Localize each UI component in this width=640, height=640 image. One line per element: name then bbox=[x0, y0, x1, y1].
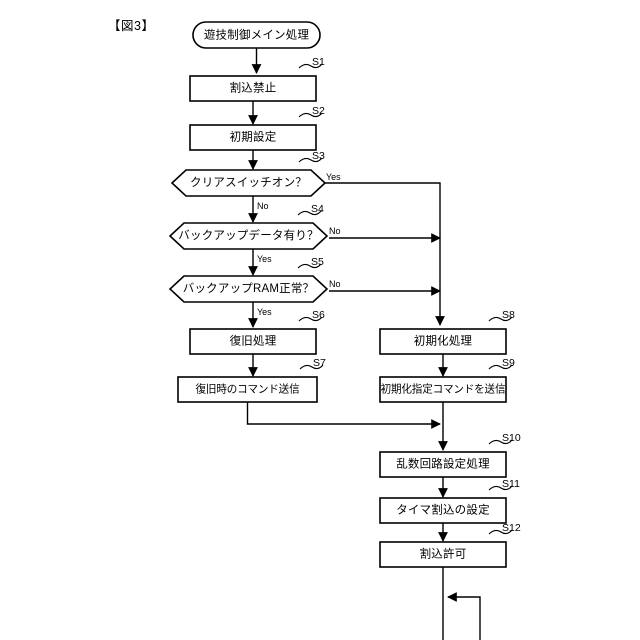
node-s3-decision bbox=[170, 169, 327, 197]
leader-s5 bbox=[297, 263, 322, 269]
node-s5-label: バックアップRAM正常？ bbox=[183, 282, 314, 295]
node-s1-label: 割込禁止 bbox=[230, 81, 277, 95]
node-start-label: 遊技制御メイン処理 bbox=[204, 28, 310, 42]
connector-s3-yes-to-s8 bbox=[325, 182, 445, 326]
leader-s8 bbox=[488, 316, 513, 322]
leader-s2 bbox=[298, 112, 323, 118]
node-s7-label: 復旧時のコマンド送信 bbox=[196, 383, 301, 396]
figure-caption: 【図3】 bbox=[108, 19, 154, 33]
node-s9-box bbox=[379, 376, 507, 403]
connector-s7-to-trunk bbox=[246, 402, 441, 429]
node-s11-label: タイマ割込の設定 bbox=[396, 503, 490, 517]
step-label-s8: S8 bbox=[502, 309, 515, 321]
node-s4-label: バックアップデータ有り？ bbox=[178, 228, 318, 242]
branch-label-s3-no: No bbox=[257, 201, 269, 211]
branch-label-s5-yes: Yes bbox=[257, 307, 272, 317]
node-s12-box bbox=[379, 541, 507, 568]
node-s6-label: 復旧処理 bbox=[230, 334, 277, 348]
step-label-s5: S5 bbox=[311, 256, 324, 268]
leader-s6 bbox=[298, 316, 323, 322]
step-label-s1: S1 bbox=[312, 56, 325, 68]
branch-label-s5-no: No bbox=[329, 279, 341, 289]
node-s10-label: 乱数回路設定処理 bbox=[396, 457, 490, 471]
leader-s4 bbox=[297, 210, 322, 216]
leader-s3 bbox=[298, 157, 323, 163]
leader-s1 bbox=[298, 63, 323, 69]
connector-loop-back bbox=[447, 592, 481, 640]
branch-label-s3-yes: Yes bbox=[326, 172, 341, 182]
node-s12-label: 割込許可 bbox=[420, 547, 467, 561]
leader-s9 bbox=[488, 364, 513, 370]
node-s11-box bbox=[379, 497, 507, 524]
node-s8-label: 初期化処理 bbox=[414, 334, 473, 348]
step-label-s7: S7 bbox=[313, 357, 326, 369]
step-label-s12: S12 bbox=[502, 522, 521, 534]
node-s5-decision bbox=[168, 275, 329, 303]
node-s7-box bbox=[177, 376, 318, 403]
node-s8-box bbox=[379, 328, 507, 355]
step-label-s2: S2 bbox=[312, 105, 325, 117]
leader-s12 bbox=[488, 529, 513, 535]
node-s1-box bbox=[189, 75, 317, 102]
node-s2-box bbox=[189, 124, 317, 151]
step-label-s6: S6 bbox=[312, 309, 325, 321]
node-s9-label: 初期化指定コマンドを送信 bbox=[381, 383, 506, 396]
step-label-s4: S4 bbox=[311, 203, 324, 215]
step-label-s3: S3 bbox=[312, 150, 325, 162]
step-label-s9: S9 bbox=[502, 357, 515, 369]
node-s6-box bbox=[189, 328, 317, 355]
step-label-s11: S11 bbox=[502, 478, 520, 490]
branch-label-s4-yes: Yes bbox=[257, 254, 272, 264]
leader-s11 bbox=[488, 485, 513, 491]
branch-label-s4-no: No bbox=[329, 226, 341, 236]
leader-s10 bbox=[488, 439, 513, 445]
leader-s7 bbox=[299, 364, 324, 370]
node-s2-label: 初期設定 bbox=[230, 130, 277, 144]
node-s4-decision bbox=[168, 222, 329, 250]
node-s3-label: クリアスイッチオン？ bbox=[190, 176, 307, 189]
step-label-s10: S10 bbox=[502, 432, 521, 444]
